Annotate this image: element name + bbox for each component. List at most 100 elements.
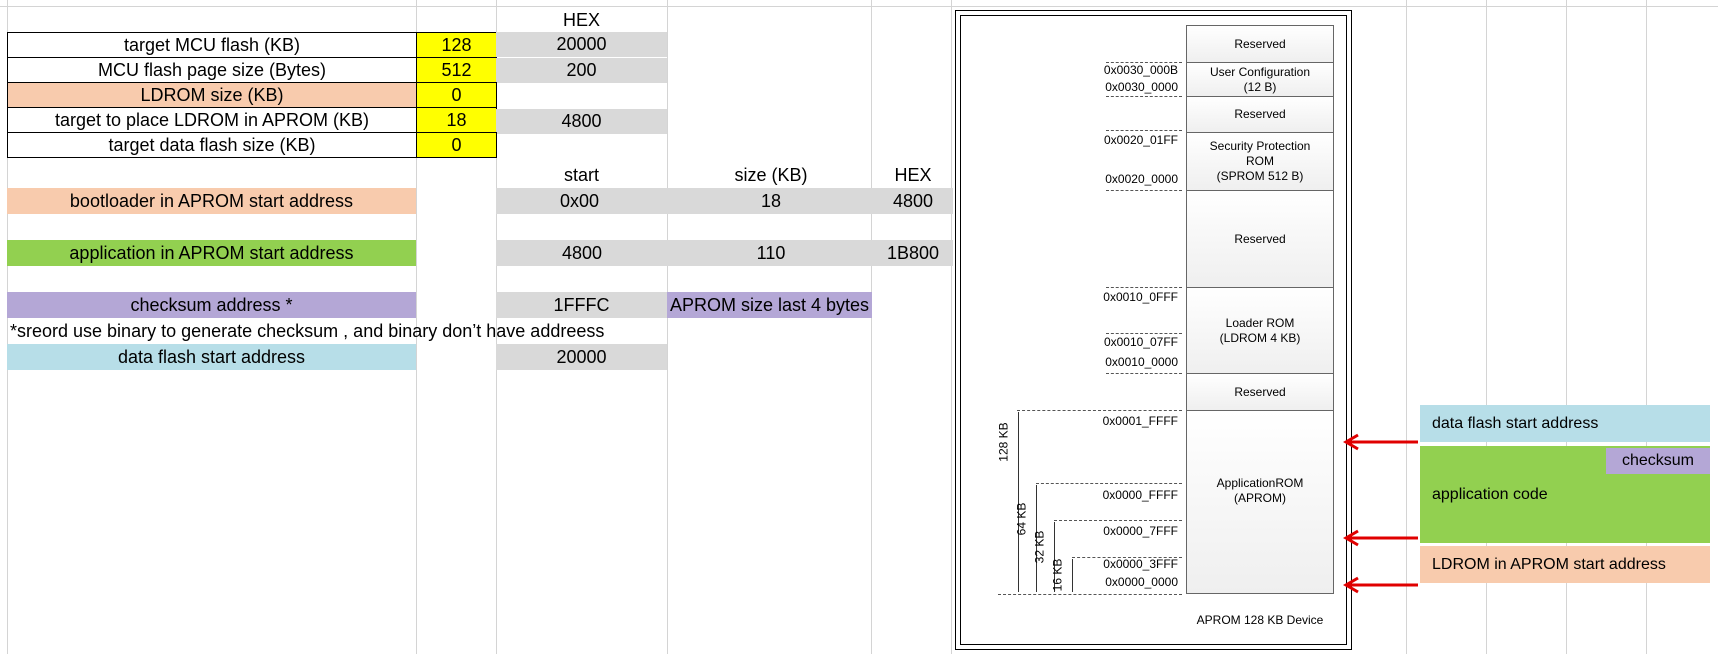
mem-block-reserved-3: Reserved — [1186, 190, 1334, 288]
param-value-ldrom-aprom[interactable]: 18 — [416, 107, 497, 133]
mem-block-label: User Configuration — [1209, 64, 1311, 79]
param-label-ldrom[interactable]: LDROM size (KB) — [7, 82, 417, 108]
gridline — [951, 0, 952, 654]
dashed-guide — [1106, 96, 1182, 97]
dataflash-label[interactable]: data flash start address — [7, 344, 416, 370]
checksum-start[interactable]: 1FFFC — [496, 292, 667, 318]
dashed-guide — [1017, 410, 1182, 411]
application-label[interactable]: application in APROM start address — [7, 240, 416, 266]
mem-block-label: ApplicationROM — [1216, 476, 1304, 490]
col-header-hex[interactable]: HEX — [894, 164, 932, 185]
param-hex-flash[interactable]: 20000 — [496, 32, 667, 57]
bootloader-label[interactable]: bootloader in APROM start address — [7, 188, 416, 214]
application-size[interactable]: 110 — [756, 242, 786, 263]
param-label-page[interactable]: MCU flash page size (Bytes) — [7, 57, 417, 83]
size-label-128kb: 128 KB — [996, 422, 1011, 462]
mem-block-label: Reserved — [1234, 107, 1286, 121]
gridline — [416, 0, 417, 654]
mem-block-sublabel: (APROM) — [1234, 491, 1286, 505]
hex-header[interactable]: HEX — [562, 9, 600, 30]
param-value-flash[interactable]: 128 — [416, 32, 497, 58]
mem-block-label: Security Protection ROM — [1209, 139, 1311, 168]
bootloader-start[interactable]: 0x00 — [496, 188, 953, 214]
footnote[interactable]: *sreord use binary to generate checksum … — [10, 320, 605, 341]
dashed-guide — [1106, 130, 1182, 131]
gridline — [496, 0, 497, 654]
col-header-size[interactable]: size (KB) — [734, 164, 808, 185]
dashed-guide — [1036, 483, 1182, 484]
mem-address: 0x0020_0000 — [1105, 172, 1178, 186]
mem-address: 0x0030_0000 — [1105, 80, 1178, 94]
mem-address: 0x0010_0000 — [1105, 355, 1178, 369]
mem-address: 0x0010_07FF — [1103, 335, 1178, 349]
right-checksum-box[interactable]: checksum — [1606, 448, 1710, 474]
dashed-guide — [1106, 373, 1182, 374]
mem-address: 0x0030_000B — [1103, 63, 1178, 77]
col-header-start[interactable]: start — [563, 164, 599, 185]
gridline — [7, 0, 8, 654]
checksum-label[interactable]: checksum address * — [7, 292, 416, 318]
mem-address: 0x0000_0000 — [1105, 575, 1178, 589]
dashed-guide — [1054, 520, 1182, 521]
mem-block-sublabel: (12 B) — [1243, 79, 1277, 94]
param-label-flash[interactable]: target MCU flash (KB) — [7, 32, 417, 58]
checksum-note[interactable]: APROM size last 4 bytes — [667, 292, 872, 318]
arrow-ldrom-head — [1343, 576, 1359, 594]
param-value-page[interactable]: 512 — [416, 57, 497, 83]
mem-address: 0x0000_FFFF — [1102, 488, 1178, 502]
mem-block-reserved-2: Reserved — [1186, 96, 1334, 133]
right-ldrom-box[interactable]: LDROM in APROM start address — [1420, 546, 1710, 583]
application-hex[interactable]: 1B800 — [886, 242, 940, 263]
size-arrow-32kb — [1054, 522, 1055, 592]
arrow-dataflash-head — [1343, 433, 1359, 451]
param-value-dataflash[interactable]: 0 — [416, 132, 497, 158]
bootloader-size[interactable]: 18 — [760, 190, 782, 211]
mem-block-reserved-4: Reserved — [1186, 373, 1334, 411]
mem-address: 0x0000_3FFF — [1103, 557, 1178, 571]
arrow-app-head — [1343, 529, 1359, 547]
mem-address: 0x0000_7FFF — [1103, 524, 1178, 538]
mem-block-label: Reserved — [1234, 384, 1286, 399]
dataflash-start[interactable]: 20000 — [496, 344, 667, 370]
mem-block-sublabel: (SPROM 512 B) — [1216, 169, 1304, 183]
gridline — [871, 0, 872, 654]
mem-address: 0x0010_0FFF — [1103, 290, 1178, 304]
bootloader-hex[interactable]: 4800 — [892, 190, 934, 211]
gridline — [1566, 0, 1567, 654]
mem-block-ldrom: Loader ROM(LDROM 4 KB) — [1186, 287, 1334, 374]
gridline — [1406, 0, 1407, 654]
mem-block-sublabel: (LDROM 4 KB) — [1219, 330, 1301, 345]
mem-block-aprom: ApplicationROM(APROM) — [1186, 410, 1334, 594]
mem-block-label: Reserved — [1234, 36, 1286, 51]
memory-map-caption: APROM 128 KB Device — [1196, 613, 1324, 627]
dashed-guide — [1106, 190, 1182, 191]
size-label-64kb: 64 KB — [1014, 502, 1029, 536]
mem-block-label: Loader ROM — [1225, 315, 1295, 330]
size-label-32kb: 32 KB — [1032, 530, 1047, 564]
gridline — [0, 6, 1718, 7]
param-hex-ldrom-aprom[interactable]: 4800 — [496, 109, 667, 134]
mem-address: 0x0001_FFFF — [1102, 414, 1178, 428]
param-label-dataflash[interactable]: target data flash size (KB) — [7, 132, 417, 158]
size-arrow-128kb — [1018, 412, 1019, 592]
gridline — [1646, 0, 1647, 654]
dashed-guide — [1106, 62, 1182, 63]
param-label-ldrom-aprom[interactable]: target to place LDROM in APROM (KB) — [7, 107, 417, 133]
param-hex-page[interactable]: 200 — [496, 58, 667, 83]
mem-address: 0x0020_01FF — [1103, 133, 1178, 147]
param-value-ldrom[interactable]: 0 — [416, 82, 497, 108]
mem-block-sprom: Security Protection ROM(SPROM 512 B) — [1186, 132, 1334, 191]
dashed-guide — [998, 594, 1182, 595]
right-dataflash-box[interactable]: data flash start address — [1420, 405, 1710, 442]
gridline — [1486, 0, 1487, 654]
dashed-guide — [1106, 287, 1182, 288]
gridline — [667, 0, 668, 654]
size-arrow-16kb — [1072, 559, 1073, 592]
application-start[interactable]: 4800 — [496, 240, 953, 266]
dashed-guide — [1072, 557, 1182, 558]
dashed-guide — [1106, 333, 1182, 334]
mem-block-reserved-top: Reserved — [1186, 25, 1334, 63]
memory-map-inner-frame — [960, 15, 1347, 645]
size-arrow-64kb — [1036, 485, 1037, 592]
size-label-16kb: 16 KB — [1050, 558, 1065, 592]
